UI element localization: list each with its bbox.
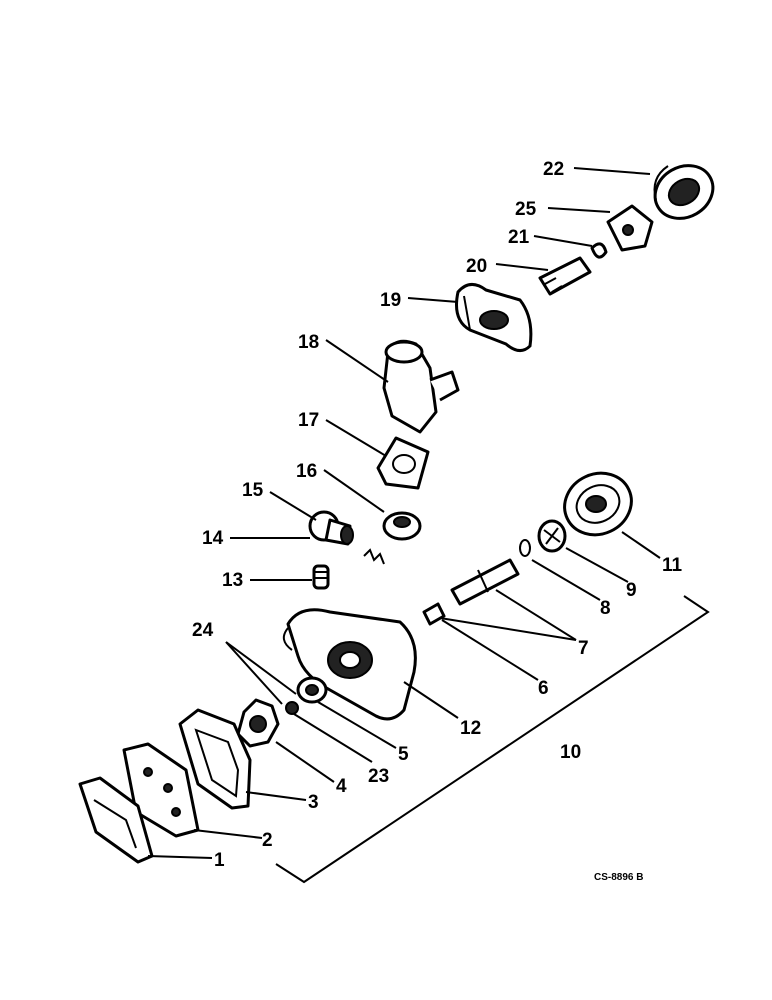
callout-3: 3 — [308, 792, 319, 813]
part-6-bearing — [422, 602, 446, 626]
part-11-pulley — [563, 471, 633, 537]
callout-8: 8 — [600, 598, 611, 619]
callout-11: 11 — [662, 555, 683, 576]
part-23-washer — [285, 701, 299, 715]
callout-19: 19 — [380, 290, 401, 311]
part-20-shaft — [538, 256, 592, 296]
part-9-seal — [537, 519, 567, 553]
callout-4: 4 — [336, 776, 347, 797]
spring-icon — [363, 548, 385, 565]
callout-15: 15 — [242, 480, 264, 501]
callout-25: 25 — [515, 199, 537, 220]
callout-24: 24 — [192, 620, 214, 641]
callout-13: 13 — [222, 570, 243, 591]
part-17-gasket — [376, 436, 430, 490]
callout-18: 18 — [298, 332, 319, 353]
callout-6: 6 — [538, 678, 549, 699]
callout-labels: 22 25 21 20 19 18 17 16 15 14 13 11 9 8 … — [192, 159, 683, 871]
part-14-15-elbow — [308, 510, 354, 546]
part-5-nut — [296, 676, 328, 704]
part-3-gasket — [178, 708, 252, 810]
callout-16: 16 — [296, 461, 317, 482]
part-22-hub — [653, 164, 715, 220]
callout-12: 12 — [460, 718, 481, 739]
part-12-pump-body — [282, 608, 417, 721]
part-7-shaft — [450, 558, 520, 606]
callout-10: 10 — [560, 742, 581, 763]
callout-2: 2 — [262, 830, 273, 851]
callout-7: 7 — [578, 638, 589, 659]
callout-1: 1 — [214, 850, 225, 871]
part-18-housing — [382, 339, 460, 434]
part-13-plug — [312, 564, 330, 590]
drawing-code: CS-8896 B — [594, 872, 643, 883]
part-8-ring — [519, 539, 531, 557]
part-19-bracket — [455, 283, 533, 352]
part-25-plate — [606, 204, 654, 252]
part-21-clip — [590, 242, 608, 259]
callout-14: 14 — [202, 528, 224, 549]
callout-21: 21 — [508, 227, 530, 248]
callout-5: 5 — [398, 744, 409, 765]
part-4-impeller — [236, 698, 280, 748]
callout-22: 22 — [543, 159, 564, 180]
callout-20: 20 — [466, 256, 487, 277]
part-16-nut — [382, 511, 422, 541]
callout-23: 23 — [368, 766, 389, 787]
callout-17: 17 — [298, 410, 319, 431]
leader-lines — [147, 167, 710, 884]
part-2-plate — [122, 742, 200, 838]
callout-9: 9 — [626, 580, 637, 601]
